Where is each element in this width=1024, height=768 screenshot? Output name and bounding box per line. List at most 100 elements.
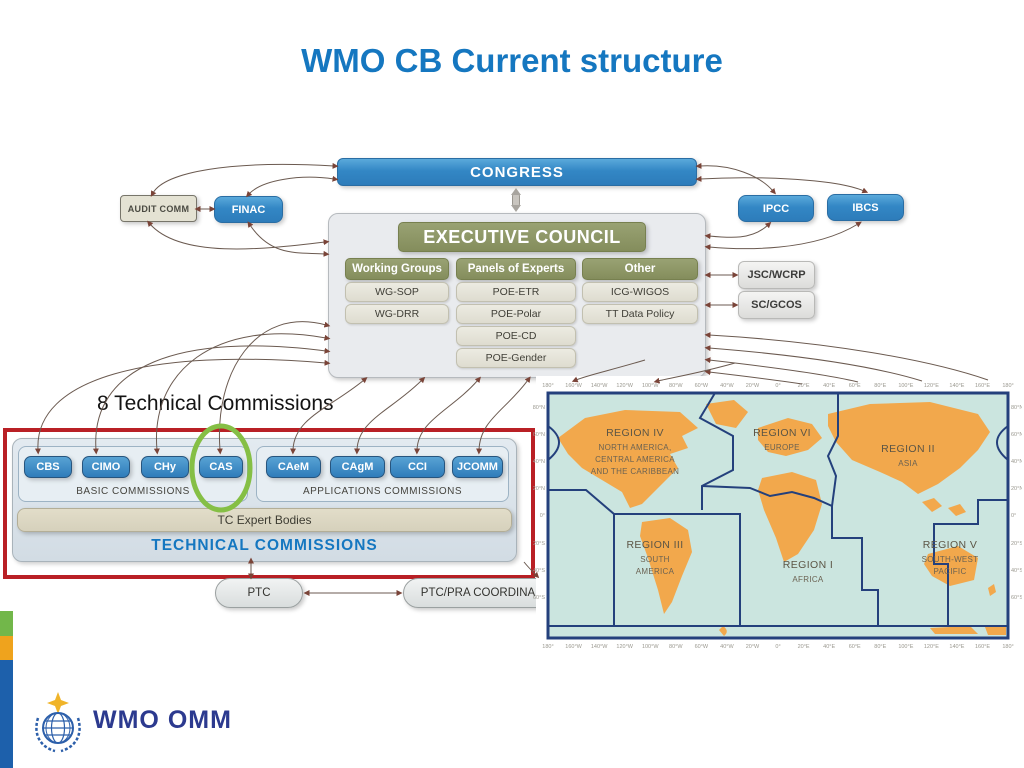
- svg-text:40°N: 40°N: [533, 459, 545, 465]
- commission-cimo: CIMO: [82, 456, 130, 478]
- tc-expert-bodies-bar: TC Expert Bodies: [17, 508, 512, 532]
- region-3-label: REGION III: [626, 539, 683, 551]
- svg-text:20°E: 20°E: [798, 383, 810, 389]
- svg-text:140°W: 140°W: [591, 644, 608, 650]
- svg-text:EUROPE: EUROPE: [764, 443, 800, 452]
- region-5-label: REGION V: [923, 539, 978, 551]
- svg-text:160°W: 160°W: [565, 644, 582, 650]
- working-groups-header: Working Groups: [345, 258, 449, 280]
- sc-gcos-box: SC/GCOS: [738, 291, 815, 319]
- region-6-label: REGION VI: [753, 427, 811, 439]
- poe-item: POE-ETR: [456, 282, 576, 302]
- other-item: TT Data Policy: [582, 304, 698, 324]
- finac-box: FINAC: [214, 196, 283, 223]
- ipcc-box: IPCC: [738, 195, 814, 222]
- svg-text:40°E: 40°E: [823, 644, 835, 650]
- svg-text:60°W: 60°W: [695, 383, 709, 389]
- poe-item: POE-Polar: [456, 304, 576, 324]
- poe-item: POE-Gender: [456, 348, 576, 368]
- svg-text:120°W: 120°W: [616, 644, 633, 650]
- region-boundaries: [547, 392, 1009, 627]
- region-2-label: REGION II: [881, 443, 935, 455]
- svg-text:120°W: 120°W: [616, 383, 633, 389]
- svg-text:PACIFIC: PACIFIC: [933, 567, 966, 576]
- wg-item: WG-SOP: [345, 282, 449, 302]
- svg-text:CENTRAL AMERICA: CENTRAL AMERICA: [595, 455, 675, 464]
- svg-text:180°: 180°: [1002, 383, 1013, 389]
- wmo-logo-text: WMO OMM: [93, 706, 232, 734]
- basic-commissions-label: BASIC COMMISSIONS: [76, 486, 190, 497]
- svg-text:180°: 180°: [1002, 644, 1013, 650]
- svg-text:40°W: 40°W: [720, 383, 734, 389]
- ptc-box: PTC: [215, 578, 303, 608]
- svg-text:40°E: 40°E: [823, 383, 835, 389]
- other-item: ICG-WIGOS: [582, 282, 698, 302]
- svg-text:120°E: 120°E: [924, 383, 939, 389]
- svg-text:AMERICA: AMERICA: [636, 567, 675, 576]
- svg-text:160°E: 160°E: [975, 644, 990, 650]
- page-title: WMO CB Current structure: [301, 42, 723, 79]
- wmo-logo-icon: [35, 692, 81, 753]
- svg-text:0°: 0°: [775, 383, 780, 389]
- longitude-labels-bottom: 180° 160°W 140°W 120°W 100°W 80°W 60°W 40°W 20°W…: [542, 644, 1013, 650]
- svg-text:120°E: 120°E: [924, 644, 939, 650]
- svg-text:60°E: 60°E: [849, 644, 861, 650]
- svg-text:AFRICA: AFRICA: [792, 575, 823, 584]
- svg-text:40°N: 40°N: [1011, 459, 1022, 465]
- commission-jcomm: JCOMM: [452, 456, 503, 478]
- wg-item: WG-DRR: [345, 304, 449, 324]
- svg-text:20°S: 20°S: [533, 541, 545, 547]
- svg-text:80°N: 80°N: [533, 405, 545, 411]
- svg-text:0°: 0°: [775, 644, 780, 650]
- svg-text:0°: 0°: [1011, 513, 1016, 519]
- svg-text:20°S: 20°S: [1011, 541, 1022, 547]
- svg-text:ASIA: ASIA: [898, 459, 918, 468]
- region-4-label: REGION IV: [606, 427, 664, 439]
- svg-text:60°S: 60°S: [1011, 595, 1022, 601]
- svg-text:100°W: 100°W: [642, 383, 659, 389]
- svg-text:100°E: 100°E: [898, 383, 913, 389]
- ibcs-box: IBCS: [827, 194, 904, 221]
- svg-text:60°N: 60°N: [533, 432, 545, 438]
- commission-chy: CHy: [141, 456, 189, 478]
- svg-text:20°E: 20°E: [798, 644, 810, 650]
- eight-technical-commissions-label: 8 Technical Commissions: [97, 392, 334, 415]
- svg-text:140°E: 140°E: [949, 644, 964, 650]
- svg-text:SOUTH-WEST: SOUTH-WEST: [922, 555, 979, 564]
- svg-text:80°E: 80°E: [874, 644, 886, 650]
- svg-text:20°W: 20°W: [746, 644, 760, 650]
- svg-text:40°S: 40°S: [533, 568, 545, 574]
- svg-text:20°N: 20°N: [533, 486, 545, 492]
- commission-cci: CCI: [390, 456, 445, 478]
- commission-caem: CAeM: [266, 456, 321, 478]
- svg-text:140°E: 140°E: [949, 383, 964, 389]
- svg-text:180°: 180°: [542, 383, 553, 389]
- region-1-label: REGION I: [783, 559, 833, 571]
- svg-text:40°W: 40°W: [720, 644, 734, 650]
- svg-text:80°E: 80°E: [874, 383, 886, 389]
- audit-comm-box: AUDIT COMM: [120, 195, 197, 222]
- svg-text:100°W: 100°W: [642, 644, 659, 650]
- stripe-green: [0, 611, 13, 636]
- commission-cbs: CBS: [24, 456, 72, 478]
- technical-commissions-title: TECHNICAL COMMISSIONS: [151, 537, 378, 554]
- svg-text:80°W: 80°W: [669, 383, 683, 389]
- svg-text:0°: 0°: [540, 513, 545, 519]
- congress-box: CONGRESS: [337, 158, 697, 186]
- congress-ec-connector: [511, 188, 521, 212]
- svg-text:60°S: 60°S: [533, 595, 545, 601]
- executive-council-title: EXECUTIVE COUNCIL: [398, 222, 646, 252]
- svg-text:20°W: 20°W: [746, 383, 760, 389]
- region-labels: REGION IV NORTH AMERICA, CENTRAL AMERICA…: [591, 427, 979, 584]
- svg-text:80°W: 80°W: [669, 644, 683, 650]
- svg-text:SOUTH: SOUTH: [640, 555, 670, 564]
- svg-text:NORTH AMERICA,: NORTH AMERICA,: [599, 443, 672, 452]
- svg-text:60°W: 60°W: [695, 644, 709, 650]
- svg-text:AND THE CARIBBEAN: AND THE CARIBBEAN: [591, 467, 680, 476]
- commission-cas: CAS: [199, 456, 243, 478]
- latitude-labels-right: 80°N60°N40°N20°N0°20°S40°S60°S: [1011, 405, 1022, 601]
- svg-text:180°: 180°: [542, 644, 553, 650]
- svg-text:160°W: 160°W: [565, 383, 582, 389]
- commission-cagm: CAgM: [330, 456, 385, 478]
